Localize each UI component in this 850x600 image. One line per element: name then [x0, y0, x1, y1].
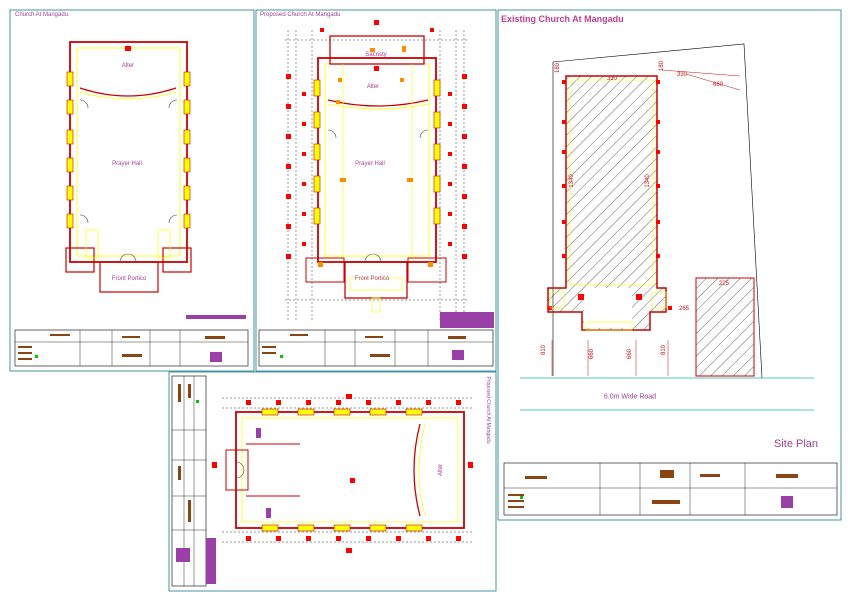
panel-title-existing-church: Existing Church At Mangadu: [501, 14, 624, 24]
plan-rotated: [212, 394, 474, 553]
title-block-1: [14, 315, 249, 367]
dim-side-mid-a: 660: [589, 348, 595, 360]
room-label-altar-rotated: Alter: [438, 463, 444, 477]
dim-offset-a: 330: [676, 72, 688, 78]
frame-rotated-plan: [168, 371, 497, 592]
frame-existing-church: [497, 9, 842, 521]
room-label-altar-proposed: Alter: [366, 84, 380, 90]
dim-top-left: 180: [555, 62, 561, 74]
room-label-prayer-hall: Prayer Hall: [112, 161, 142, 167]
dim-small-a: 265: [678, 306, 690, 312]
dim-top-right: 180: [659, 60, 665, 72]
frame-church-at-mangadu: [9, 9, 255, 372]
rotated-plan-caption: Proposed Church At Mangadu: [485, 376, 491, 444]
site-plan-label: Site Plan: [774, 438, 819, 450]
room-label-sacristy: Sacristy: [365, 52, 387, 58]
title-block-4: [171, 375, 216, 587]
dim-side-right: 810: [661, 344, 667, 356]
dim-top-mid: 310: [606, 76, 618, 82]
plan-church-at-mangadu: [65, 41, 192, 293]
dim-side-left: 810: [541, 344, 547, 356]
title-block-2: [258, 312, 494, 367]
dim-small-b: 225: [718, 281, 730, 287]
room-label-altar: Alter: [121, 63, 135, 69]
dim-hall-side-right: 1340: [645, 174, 651, 188]
site-plan-existing-church: [520, 43, 814, 411]
dim-offset-b: 660: [712, 82, 724, 88]
panel-title-church-at-mangadu: Church At Mangadu: [15, 12, 69, 18]
title-block-3: [503, 462, 838, 516]
panel-title-proposed-church: Proposed Church At Mangadu: [260, 12, 341, 18]
dim-hall-side: 1340: [569, 174, 575, 188]
room-label-portico: Front Portico: [111, 276, 147, 282]
dim-side-mid-b: 660: [627, 348, 633, 360]
plan-proposed-church: [285, 20, 468, 320]
frame-proposed-church: [255, 9, 497, 372]
road-label: 6.0m Wide Road: [603, 393, 657, 401]
room-label-prayer-hall-proposed: Prayer Hall: [355, 161, 385, 167]
room-label-portico-proposed: Front Portico: [354, 276, 390, 282]
